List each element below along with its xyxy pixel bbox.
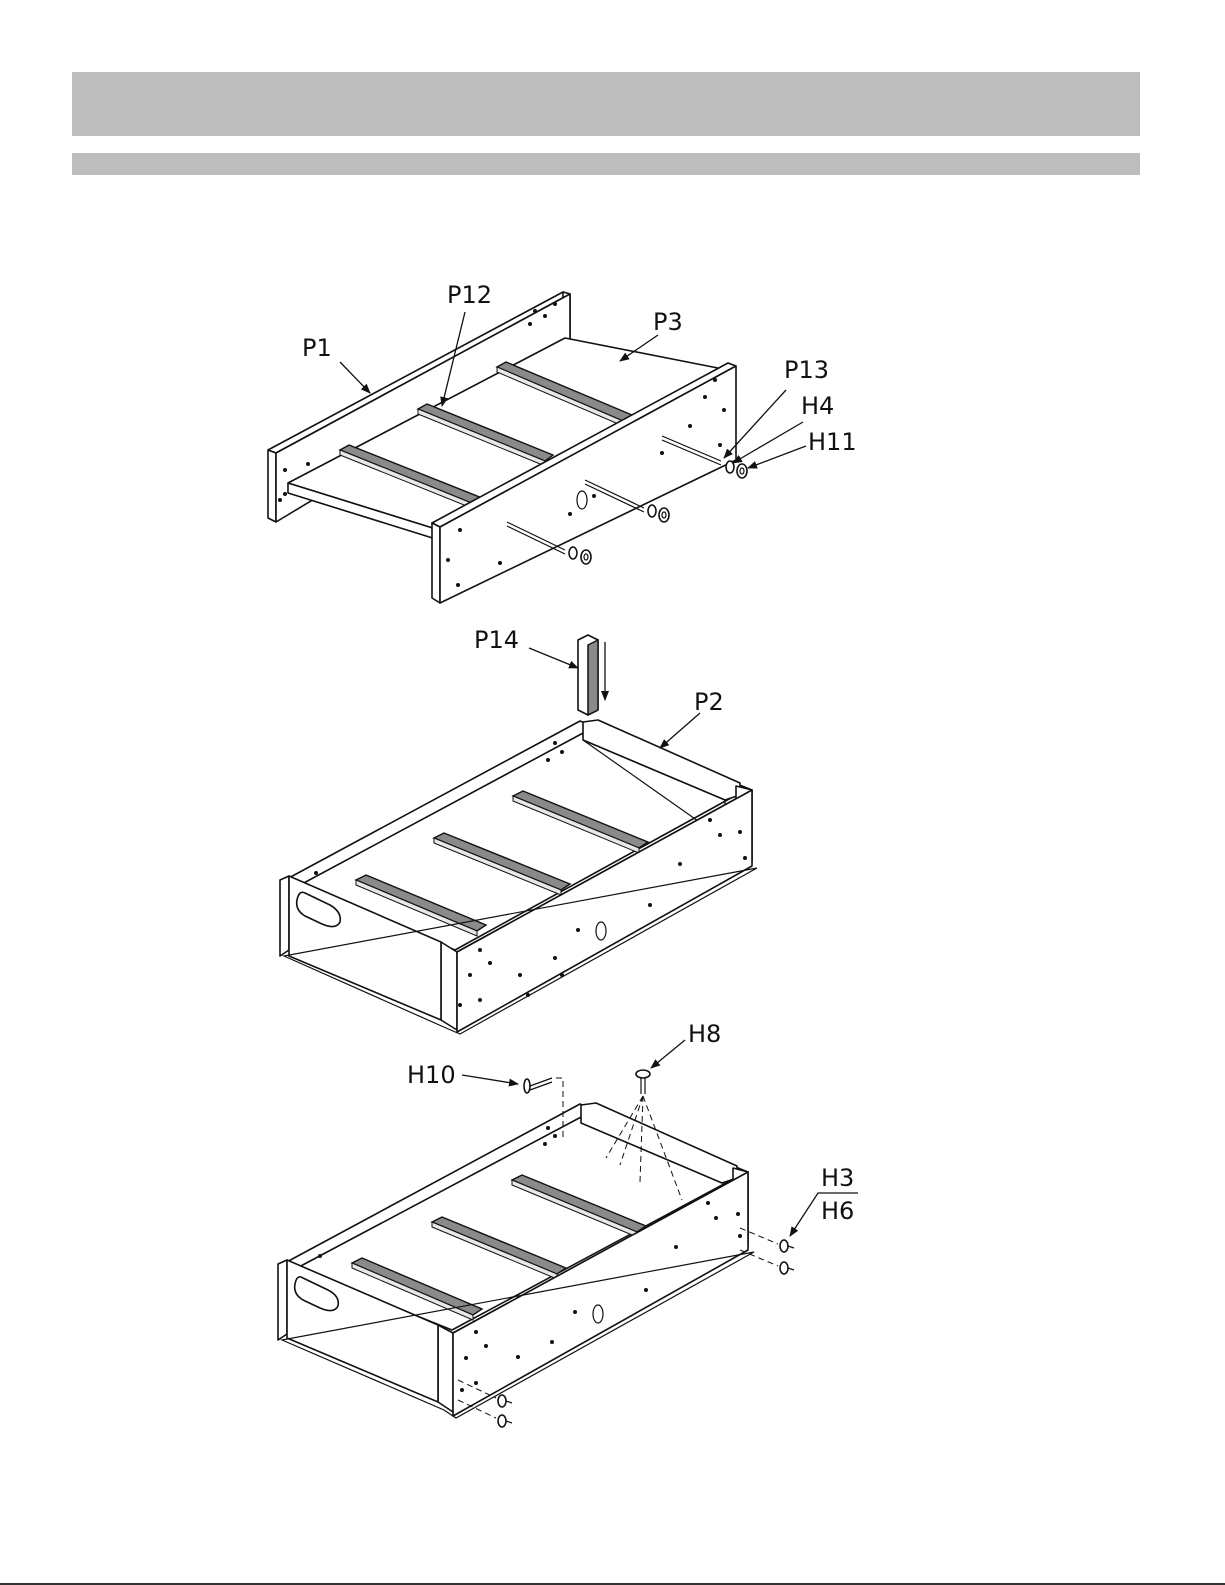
- label-p3: P3: [653, 308, 683, 336]
- label-h4: H4: [801, 392, 834, 420]
- step3-assembly: [278, 1070, 794, 1427]
- leader-p2: [660, 713, 700, 748]
- box-left-end: [280, 876, 289, 956]
- step2-assembly: [280, 635, 757, 1034]
- leader-p14: [529, 648, 578, 668]
- label-h8: H8: [688, 1020, 721, 1048]
- label-p12: P12: [447, 281, 492, 309]
- leader-h4: [733, 422, 803, 463]
- label-p2: P2: [694, 688, 724, 716]
- label-h3: H3: [821, 1164, 854, 1192]
- screw-h8: [636, 1070, 650, 1094]
- leader-h8: [651, 1040, 685, 1068]
- label-p1: P1: [302, 334, 332, 362]
- label-h6: H6: [821, 1197, 854, 1225]
- label-h11: H11: [808, 428, 857, 456]
- leader-p1: [340, 362, 370, 393]
- post-p14: [578, 635, 598, 715]
- leader-h10: [462, 1075, 518, 1084]
- panel-p1-face: [268, 450, 276, 522]
- label-h10: H10: [407, 1061, 456, 1089]
- label-p13: P13: [784, 356, 829, 384]
- screw-h10: [524, 1078, 552, 1093]
- label-p14: P14: [474, 626, 519, 654]
- step1-assembly: [268, 292, 747, 603]
